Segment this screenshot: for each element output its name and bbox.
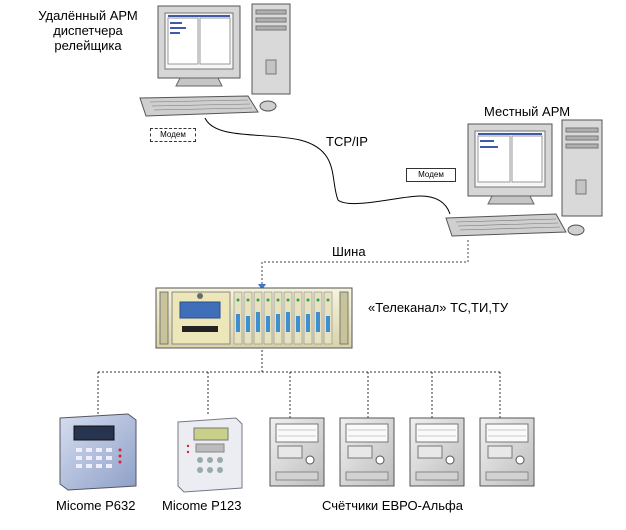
tcpip-label: TCP/IP [326, 134, 368, 149]
meter-icon-1 [269, 417, 325, 487]
meters-label: Счётчики ЕВРО-Альфа [322, 498, 463, 513]
bus-line [261, 240, 469, 284]
micom-p632-relay-icon [59, 413, 137, 491]
bus-label: Шина [332, 244, 366, 259]
micom-p632-label: Micome P632 [56, 498, 136, 513]
modem-remote-box: Модем [150, 128, 196, 142]
micom-p123-label: Micome P123 [162, 498, 242, 513]
meter-icon-3 [409, 417, 465, 487]
bus-arrow-icon [258, 284, 266, 290]
meter-icon-2 [339, 417, 395, 487]
remote-arm-line-2: диспетчера [53, 23, 123, 38]
remote-arm-label: Удалённый АРМ диспетчера релейщика [36, 8, 140, 53]
local-arm-label: Местный АРМ [484, 104, 571, 119]
local-workstation-icon [445, 119, 603, 237]
micom-p123-relay-icon [177, 417, 243, 493]
distribution-lines [97, 350, 501, 420]
remote-workstation-icon [139, 3, 291, 117]
meter-icon-4 [479, 417, 535, 487]
tcpip-link-line [204, 117, 451, 215]
modem-local-box: Модем [406, 168, 456, 182]
remote-arm-line-3: релейщика [54, 38, 122, 53]
remote-arm-line-1: Удалённый АРМ [38, 8, 138, 23]
telecanal-rack-icon [155, 287, 353, 349]
telecanal-label: «Телеканал» ТС,ТИ,ТУ [368, 300, 509, 315]
